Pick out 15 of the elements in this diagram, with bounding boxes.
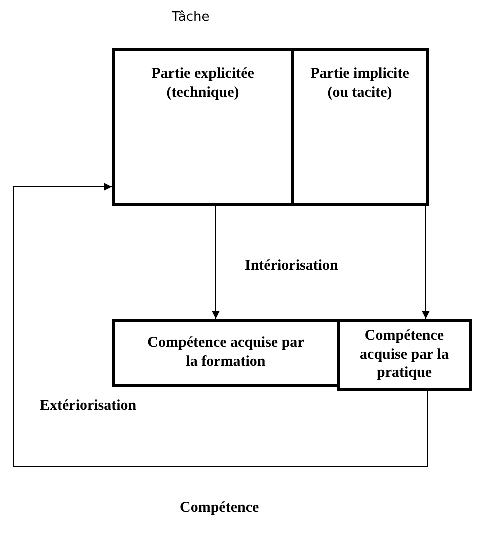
text-box bbox=[291, 48, 429, 206]
box-label: Partie implicite (ou tacite) bbox=[310, 65, 410, 102]
arrow bbox=[14, 183, 428, 468]
text-box bbox=[112, 48, 294, 206]
text-box bbox=[337, 319, 472, 391]
text-box bbox=[112, 319, 340, 387]
group-label: Compétence bbox=[180, 500, 260, 517]
arrow bbox=[212, 206, 220, 320]
box-label: Partie explicitée (technique) bbox=[150, 65, 256, 102]
heading-label: Tâche bbox=[172, 10, 210, 25]
box-label: Compétence acquise par la formation bbox=[146, 334, 306, 372]
group-label: Intériorisation bbox=[245, 258, 338, 275]
box-label: Compétence acquise par la pratique bbox=[359, 326, 450, 384]
edge-label: Extériorisation bbox=[40, 398, 137, 415]
arrow bbox=[422, 206, 430, 320]
